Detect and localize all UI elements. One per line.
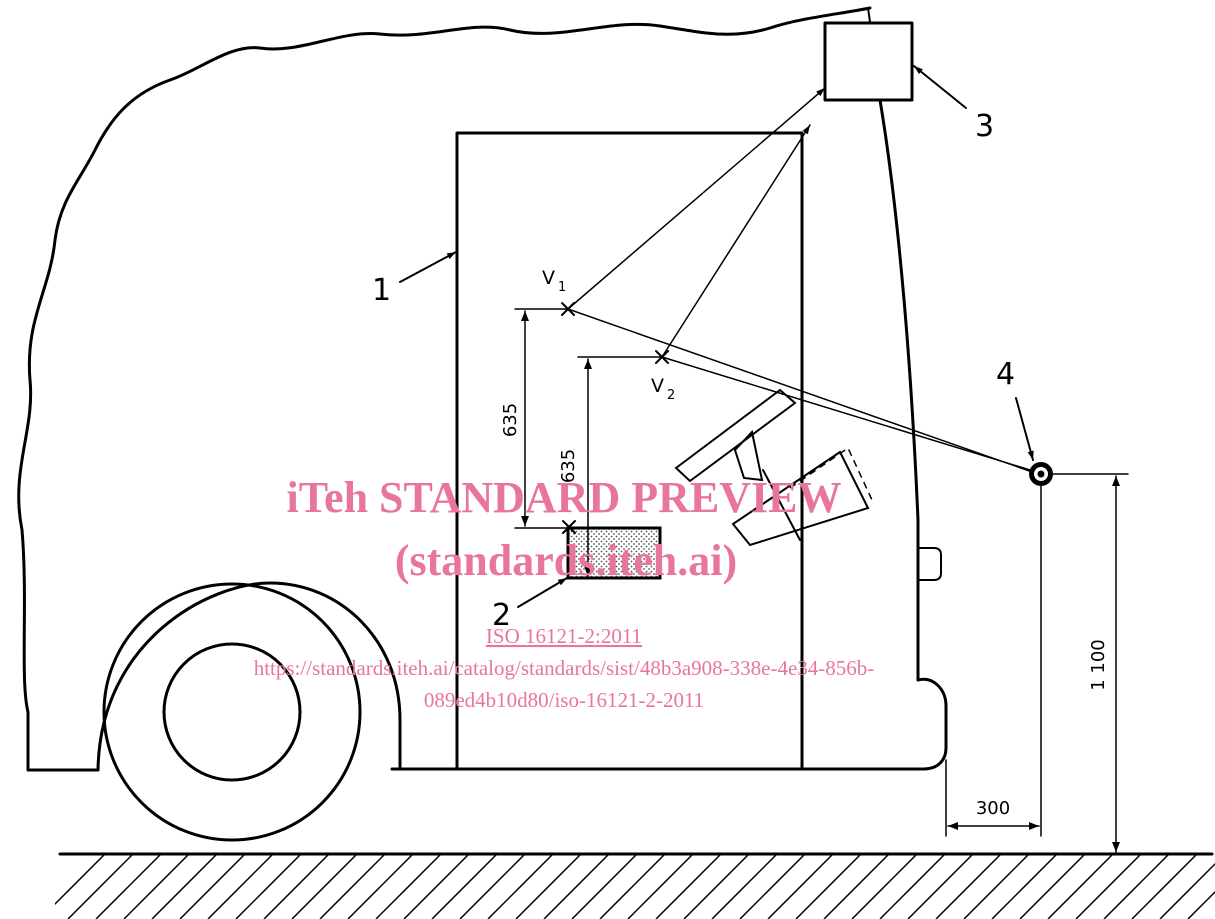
door-panel xyxy=(455,131,804,771)
ground-hatch-line xyxy=(543,855,609,919)
label-v2-sub: 2 xyxy=(667,388,675,403)
watermark-link[interactable]: ISO 16121-2:2011 xyxy=(486,624,642,648)
ground-hatch-line xyxy=(935,855,1001,919)
watermark: iTeh STANDARD PREVIEW (standards.iteh.ai… xyxy=(254,473,875,712)
watermark-subtitle: (standards.iteh.ai) xyxy=(395,536,737,585)
callout-3: 3 xyxy=(975,109,994,144)
dimension-300: 300 xyxy=(945,759,1040,837)
front-bumper xyxy=(390,677,948,771)
dimension-635-right: 635 xyxy=(558,356,663,577)
ground-hatch-line xyxy=(263,855,329,919)
ground-hatch-line xyxy=(67,855,133,919)
seat-reference-box xyxy=(566,526,662,580)
wheel-arch xyxy=(96,581,402,772)
dim-300-label: 300 xyxy=(976,798,1010,819)
callout-2: 2 xyxy=(492,598,511,633)
sight-line-v2-target xyxy=(661,356,1031,471)
dim-635-right-label: 635 xyxy=(558,449,579,483)
dimension-1100: 1 100 xyxy=(1088,475,1120,853)
ground-hatch-line xyxy=(1187,890,1215,919)
ground-hatch-line xyxy=(95,855,161,919)
ground-hatch-line xyxy=(627,855,693,919)
sight-line-v1-target xyxy=(567,308,1039,475)
label-v2: V xyxy=(651,375,664,397)
watermark-url-line1: https://standards.iteh.ai/catalog/standa… xyxy=(254,656,875,680)
ground-hatch-line xyxy=(1131,855,1197,919)
ground-hatch-line xyxy=(963,855,1029,919)
vehicle-front-outline xyxy=(878,98,920,682)
dimension-635-left: 635 xyxy=(500,308,569,529)
leader-1 xyxy=(399,251,457,283)
ground-hatch-line xyxy=(487,855,553,919)
ground-hatch-line xyxy=(879,855,945,919)
ground-hatch-line xyxy=(907,855,973,919)
ground-hatch-line xyxy=(599,855,665,919)
callout-4: 4 xyxy=(996,357,1015,392)
mirror-box xyxy=(823,21,914,102)
ground-hatch-line xyxy=(1019,855,1085,919)
ground-hatch-line xyxy=(375,855,441,919)
ground-hatch-line xyxy=(991,855,1057,919)
wheel-rim xyxy=(162,642,302,782)
sight-line-v2-mirror xyxy=(661,124,811,358)
leader-4 xyxy=(1015,397,1034,461)
label-v1-sub: 1 xyxy=(558,280,566,295)
ground-hatch-line xyxy=(795,855,861,919)
ground-hatch-line xyxy=(123,855,189,919)
ground-hatch-line xyxy=(319,855,385,919)
label-v1: V xyxy=(542,267,555,289)
leader-3 xyxy=(913,65,967,109)
ground-hatch-line xyxy=(179,855,245,919)
ground-hatch-line xyxy=(151,855,217,919)
seat-point-marker xyxy=(562,520,576,534)
ground-hatch-line xyxy=(1103,855,1169,919)
mirror-bracket xyxy=(867,7,871,23)
dim-1100-label: 1 100 xyxy=(1088,639,1109,691)
ground-hatch-line xyxy=(739,855,805,919)
ground-hatch-line xyxy=(459,855,525,919)
callout-1: 1 xyxy=(372,273,391,308)
ground-hatch-line xyxy=(571,855,637,919)
ground-hatch-line xyxy=(683,855,749,919)
dim-635-left-label: 635 xyxy=(500,403,521,437)
watermark-url-line2: 089ed4b10d80/iso-16121-2-2011 xyxy=(424,688,704,712)
target-object xyxy=(1029,462,1053,486)
ground xyxy=(55,852,1215,919)
ground-hatch-line xyxy=(655,855,721,919)
ground-hatch-line xyxy=(767,855,833,919)
ground-hatch-line xyxy=(403,855,469,919)
ground-hatch-line xyxy=(823,855,889,919)
steering-column xyxy=(731,446,873,547)
watermark-title: iTeh STANDARD PREVIEW xyxy=(287,473,842,522)
ground-hatch-line xyxy=(55,855,105,906)
door-handle xyxy=(919,547,942,581)
ground-hatch-line xyxy=(1159,862,1215,919)
ground-hatch-line xyxy=(711,855,777,919)
ground-hatch-line xyxy=(207,855,273,919)
ground-hatch-line xyxy=(431,855,497,919)
ground-hatch-line xyxy=(235,855,301,919)
vehicle-body-outline xyxy=(17,6,872,772)
ground-hatch-line xyxy=(1075,855,1141,919)
ground-hatch-line xyxy=(291,855,357,919)
ground-hatch-line xyxy=(851,855,917,919)
ground-hatch-line xyxy=(1047,855,1113,919)
wheel-tyre xyxy=(102,582,362,842)
ground-hatch-line xyxy=(347,855,413,919)
steering-wheel xyxy=(674,388,801,541)
sight-line-v1-mirror xyxy=(567,87,826,310)
ground-hatch-line xyxy=(515,855,581,919)
leader-2 xyxy=(517,577,568,608)
